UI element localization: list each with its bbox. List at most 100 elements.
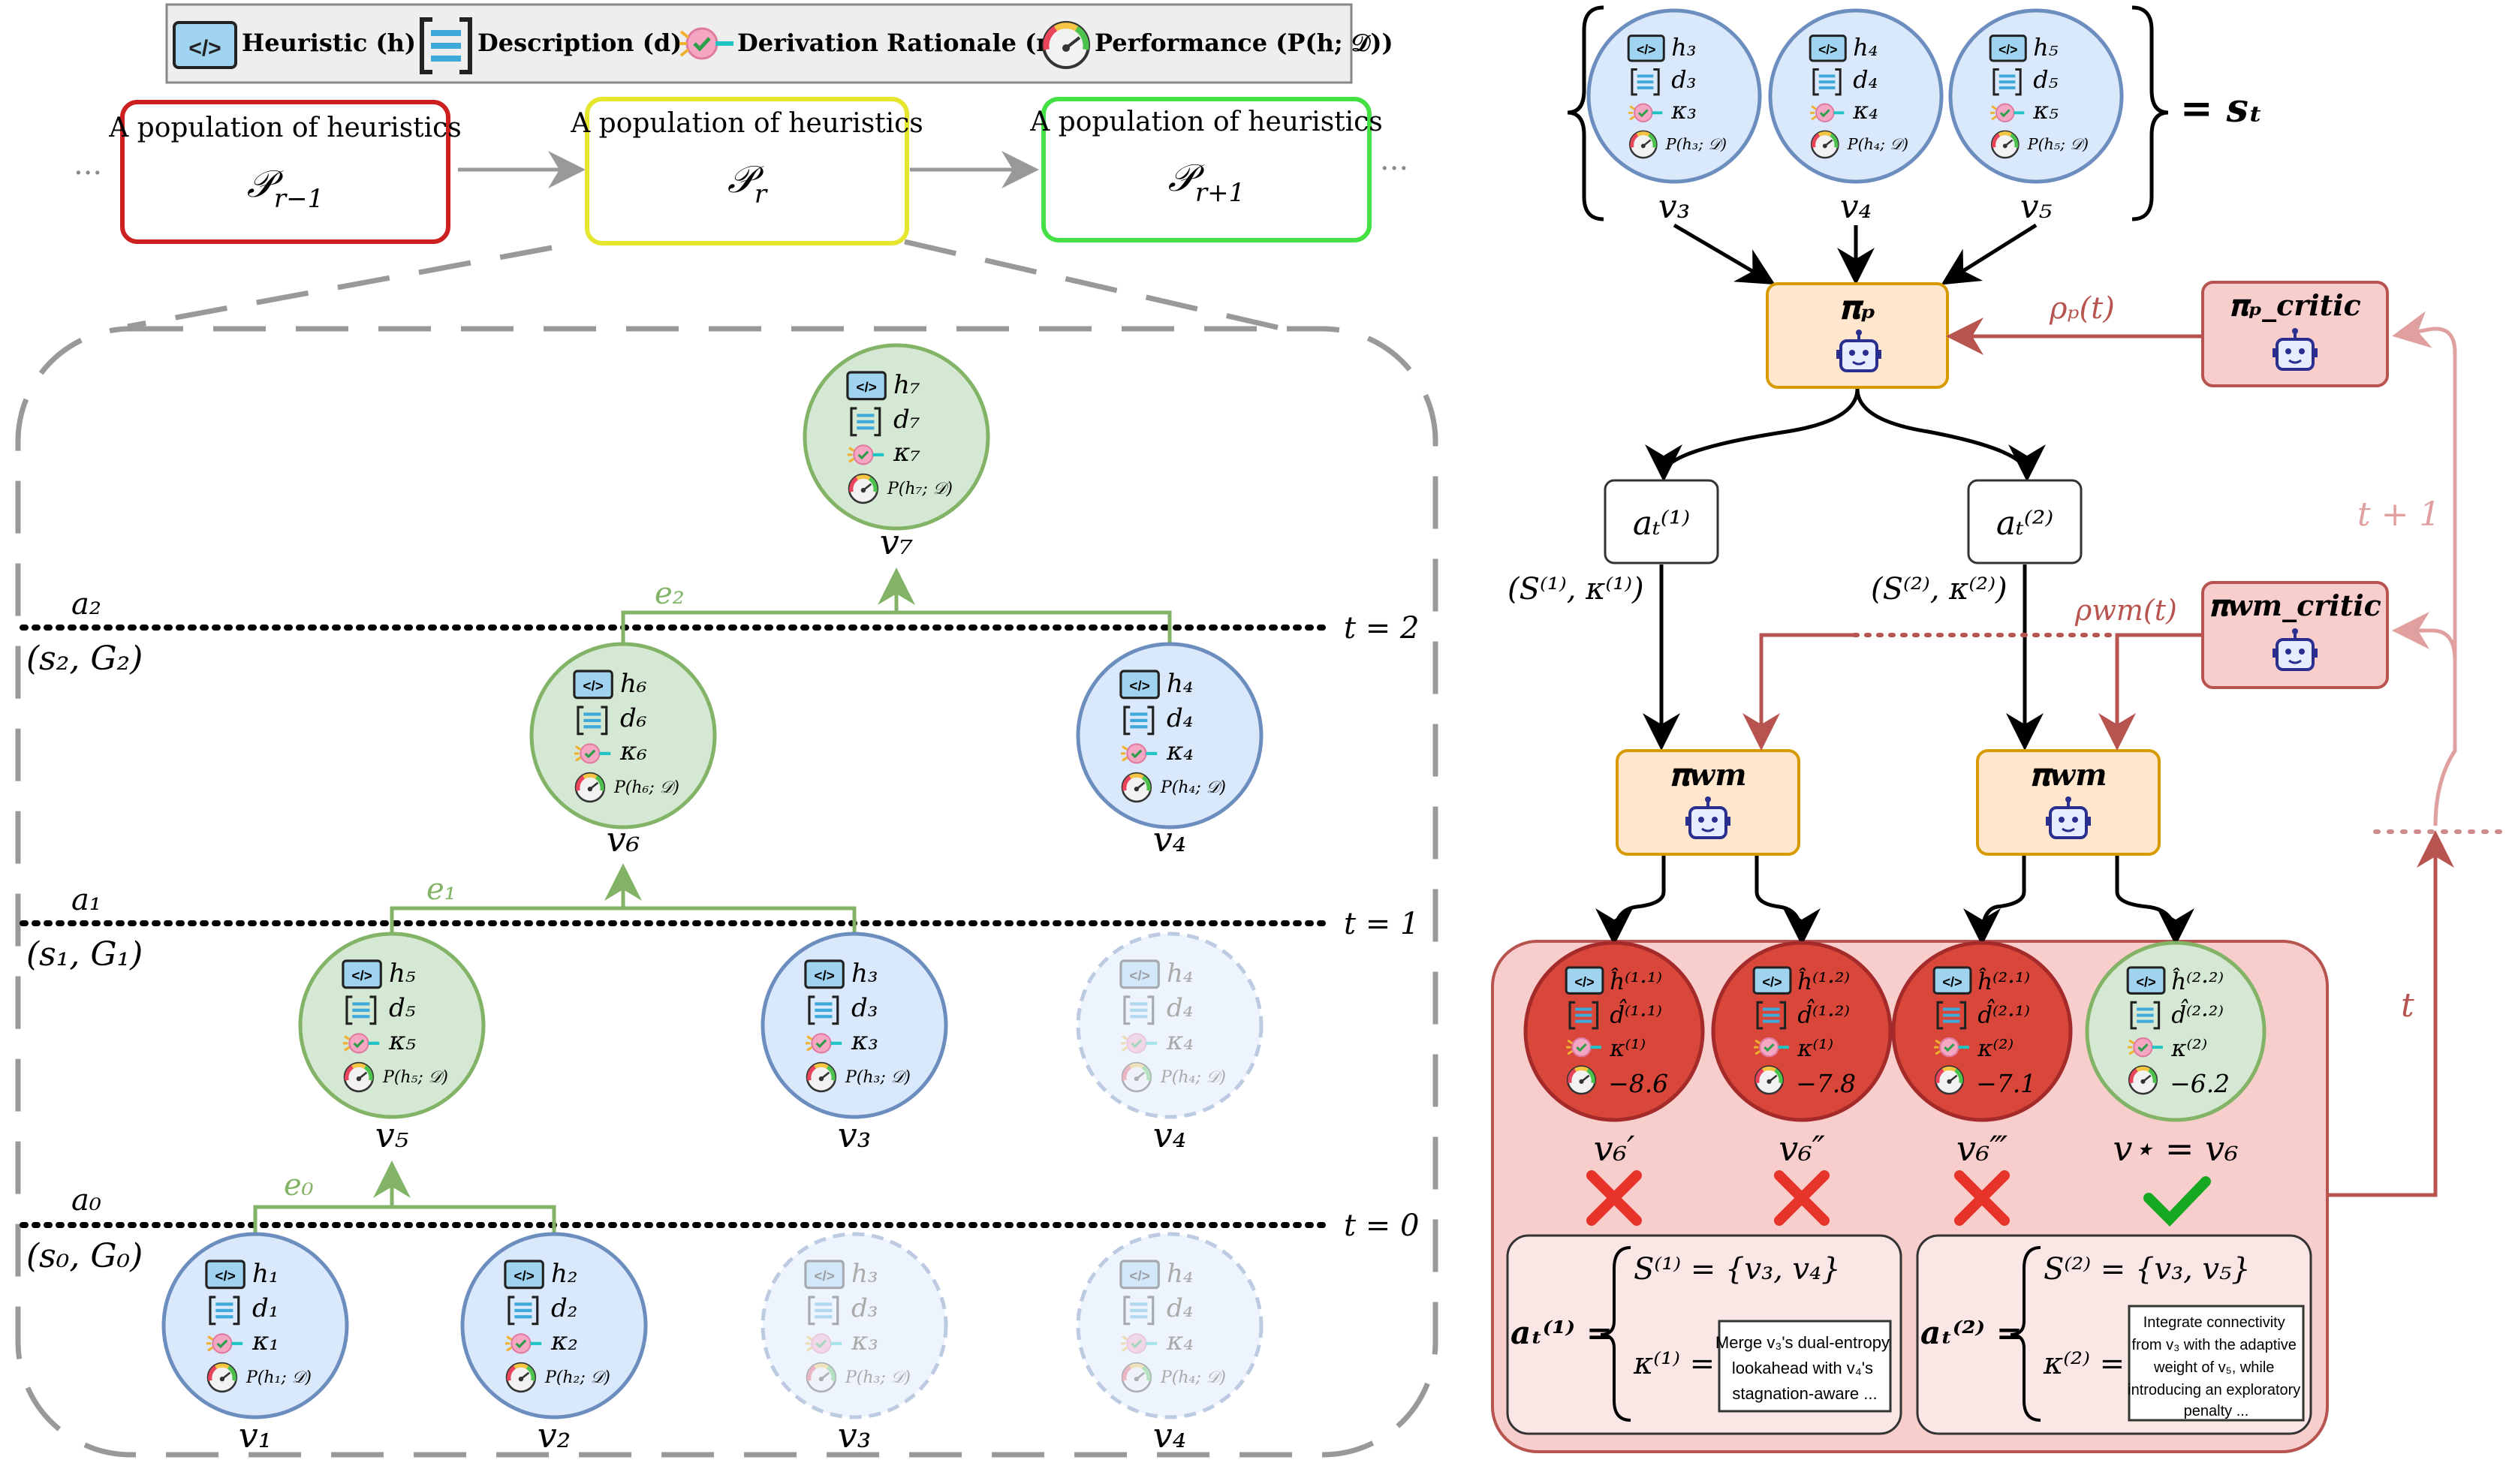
gauge-icon <box>1934 1065 1965 1095</box>
code-icon: </> <box>173 21 237 69</box>
description-icon <box>1123 995 1155 1025</box>
svg-text:κ⁽¹⁾: κ⁽¹⁾ <box>1797 1035 1833 1062</box>
svg-text:</>: </> <box>1637 42 1656 57</box>
cross-icon <box>1586 1170 1642 1226</box>
node-v3-faded-label: v₃ <box>838 1415 871 1455</box>
world-model-1: 𝛑wm <box>1616 749 1800 856</box>
svg-text:P(h₆; 𝒟): P(h₆; 𝒟) <box>613 778 679 797</box>
node-v4-label: v₄ <box>1153 819 1186 859</box>
svg-text:Integrate connectivity f: Integrate connectivity from v₃ with the … <box>2128 1314 2305 1419</box>
svg-text:−7.8: −7.8 <box>1796 1069 1856 1098</box>
svg-text:</>: </> <box>856 380 876 396</box>
description-icon <box>345 995 377 1025</box>
svg-text:h₃: h₃ <box>851 959 878 989</box>
rationale-icon <box>1934 1037 1969 1058</box>
svg-text:</>: </> <box>1574 974 1594 989</box>
svg-text:−6.2: −6.2 <box>2170 1069 2230 1098</box>
edge-e1: e₁ <box>426 872 456 907</box>
svg-text:h₅: h₅ <box>389 959 416 989</box>
svg-text:−7.1: −7.1 <box>1976 1069 2036 1098</box>
svg-text:</>: </> <box>514 1269 534 1284</box>
population-current: A population of heuristics 𝒫r <box>570 97 923 245</box>
action-1-pair: (S⁽¹⁾, κ⁽¹⁾) <box>1508 572 1644 607</box>
rationale-icon <box>1120 1033 1158 1054</box>
gauge-icon <box>1042 21 1090 69</box>
svg-text:κ⁽¹⁾ =: κ⁽¹⁾ = <box>1633 1347 1715 1381</box>
svg-text:</>: </> <box>188 36 221 61</box>
policy-outputs <box>1645 388 2046 482</box>
wm-critic: 𝛑wm_critic <box>2201 581 2389 689</box>
svg-text:Merge v₃'s dual-entropy: Merge v₃'s dual-entropy lookahead with v… <box>1715 1333 1894 1403</box>
population-prev: A population of heuristics 𝒫r−1 <box>108 100 462 244</box>
robot-icon <box>2273 628 2318 671</box>
cross-icon <box>1774 1170 1830 1226</box>
svg-text:P(h₃; 𝒟): P(h₃; 𝒟) <box>845 1368 911 1387</box>
legend-performance: Performance (P(h; 𝒟)) <box>1095 29 1393 57</box>
action-def-2: aₜ⁽²⁾ = S⁽²⁾ = {v₃, v₅} κ⁽²⁾ = Integrate… <box>1916 1234 2312 1435</box>
svg-text:κ₅: κ₅ <box>388 1026 416 1056</box>
candidate-label: v₆‴ <box>1956 1128 2008 1169</box>
svg-text:d̂⁽¹·²⁾: d̂⁽¹·²⁾ <box>1797 998 1850 1029</box>
robot-icon <box>2273 328 2318 371</box>
description-icon <box>1936 1001 1967 1030</box>
ellipsis-right: ... <box>1380 143 1408 177</box>
svg-text:𝛑wm_critic: 𝛑wm_critic <box>2209 588 2381 622</box>
rationale-icon <box>206 1333 243 1354</box>
gauge-icon <box>505 1362 537 1393</box>
state-node-label: v₃ <box>1658 188 1691 226</box>
svg-text:κ⁽²⁾ =: κ⁽²⁾ = <box>2043 1347 2125 1381</box>
level-lines <box>20 625 1333 1228</box>
svg-text:d̂⁽¹·¹⁾: d̂⁽¹·¹⁾ <box>1610 998 1662 1029</box>
svg-text:P(h₅; 𝒟): P(h₅; 𝒟) <box>382 1068 448 1087</box>
merge-edges <box>253 567 1172 1242</box>
svg-text:</>: </> <box>2136 974 2155 989</box>
svg-text:d₁: d₁ <box>252 1293 279 1323</box>
svg-text:</>: </> <box>583 679 603 694</box>
svg-text:κ₂: κ₂ <box>550 1326 578 1356</box>
rho-p-label: ρₚ(t) <box>2049 291 2115 326</box>
code-icon: </> <box>1627 35 1665 62</box>
candidate-label: v⋆ = v₆ <box>2113 1128 2239 1169</box>
gauge-icon <box>1121 1061 1152 1093</box>
svg-text:P(h₇; 𝒟): P(h₇; 𝒟) <box>887 480 953 498</box>
gauge-icon <box>574 772 606 803</box>
code-icon: </> <box>1752 966 1792 995</box>
svg-text:</>: </> <box>814 1269 834 1284</box>
rationale-icon <box>2128 1037 2163 1058</box>
svg-text:κ₃: κ₃ <box>851 1326 878 1356</box>
svg-text:P(h₅; 𝒟): P(h₅; 𝒟) <box>2027 135 2089 153</box>
level-1: a₁ (s₁, G₁) t = 1 <box>26 883 1419 974</box>
description-icon <box>1992 68 2022 96</box>
action-2-pair: (S⁽²⁾, κ⁽²⁾) <box>1871 572 2008 607</box>
svg-text:a₁: a₁ <box>71 883 101 917</box>
svg-text:−8.6: −8.6 <box>1608 1069 1668 1098</box>
edge-e2: e₂ <box>655 576 685 611</box>
gauge-icon <box>1990 130 2020 159</box>
gauge-icon <box>1566 1065 1597 1095</box>
rationale-icon <box>1120 743 1158 764</box>
description-icon <box>1568 1001 1599 1030</box>
svg-text:d₃: d₃ <box>851 993 878 1023</box>
svg-text:h₄: h₄ <box>1167 669 1194 699</box>
svg-text:(s₀, G₀): (s₀, G₀) <box>26 1237 143 1275</box>
description-icon <box>1631 68 1660 96</box>
svg-text:P(h₃; 𝒟): P(h₃; 𝒟) <box>845 1068 911 1087</box>
svg-text:h₂: h₂ <box>551 1259 578 1289</box>
svg-text:</>: </> <box>814 968 834 984</box>
svg-text:d₅: d₅ <box>2033 67 2058 94</box>
description-icon <box>850 407 881 437</box>
rationale-icon <box>679 27 733 60</box>
svg-text:aₜ⁽¹⁾: aₜ⁽¹⁾ <box>1633 504 1690 543</box>
cross-icon <box>1954 1170 2010 1226</box>
action-def-1: aₜ⁽¹⁾ = S⁽¹⁾ = {v₃, v₄} κ⁽¹⁾ = Merge v₃'… <box>1506 1234 1902 1435</box>
node-v6-label: v₆ <box>607 819 640 859</box>
svg-text:</>: </> <box>1129 1269 1149 1284</box>
svg-text:t = 0: t = 0 <box>1344 1209 1419 1243</box>
